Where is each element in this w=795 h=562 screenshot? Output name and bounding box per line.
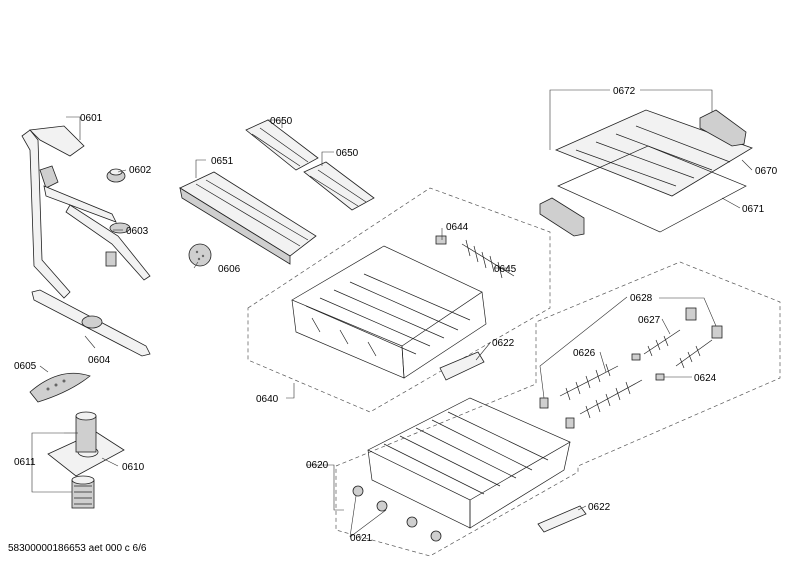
third-rack-tray	[554, 109, 753, 197]
label-0626: 0626	[573, 348, 596, 359]
label-0640: 0640	[256, 394, 279, 405]
label-0611: 0611	[14, 457, 36, 468]
label-0602: 0602	[129, 165, 152, 176]
spray-arm-nut	[106, 168, 126, 183]
label-0650-lower: 0650	[336, 148, 359, 159]
label-0610: 0610	[122, 462, 145, 473]
upper-basket-group-outline	[247, 187, 551, 413]
label-0628: 0628	[630, 293, 653, 304]
label-0672: 0672	[613, 86, 636, 97]
label-0624: 0624	[694, 373, 717, 384]
handle-insert-lower	[537, 505, 587, 533]
label-0651: 0651	[211, 156, 234, 167]
label-0620: 0620	[306, 460, 329, 471]
label-0606: 0606	[218, 264, 241, 275]
label-0605: 0605	[14, 361, 37, 372]
third-rack-frame	[557, 145, 747, 233]
basket-clip	[435, 235, 447, 245]
lower-spray-arm	[31, 289, 151, 357]
folding-tines	[559, 329, 713, 419]
label-0650-upper: 0650	[270, 116, 293, 127]
filter-system	[47, 411, 125, 509]
label-0604: 0604	[88, 355, 111, 366]
label-0644: 0644	[446, 222, 469, 233]
rack-tine-row	[461, 239, 515, 279]
tine-holders	[539, 307, 723, 429]
label-0670: 0670	[755, 166, 778, 177]
label-0671: 0671	[742, 204, 765, 215]
upper-basket	[291, 245, 487, 379]
leader-lines	[31, 89, 753, 538]
tine-insert-upper	[245, 119, 319, 171]
cutlery-tray	[179, 171, 317, 265]
spray-arm-supply-pipe	[21, 125, 151, 299]
label-0603: 0603	[126, 226, 149, 237]
label-0622-lower: 0622	[588, 502, 611, 513]
cap-part	[188, 243, 212, 267]
basket-wheels	[352, 485, 442, 542]
tine-insert-lower	[303, 161, 375, 211]
lower-basket-group-outline	[335, 261, 781, 557]
part-labels: 0601 0602 0603 0604 0605 0606 0610 0611 …	[14, 86, 778, 544]
label-0622-upper: 0622	[492, 338, 515, 349]
rail-end	[539, 197, 585, 237]
rail-end-top	[699, 109, 747, 147]
lower-basket	[367, 397, 571, 529]
label-0601: 0601	[80, 113, 103, 124]
handle-insert-upper	[439, 351, 485, 381]
label-0627: 0627	[638, 315, 661, 326]
filter-cover	[29, 372, 91, 403]
label-0645: 0645	[494, 264, 517, 275]
label-0621: 0621	[350, 533, 373, 544]
drawing-number: 58300000186653 aet 000 c 6/6	[8, 543, 147, 554]
